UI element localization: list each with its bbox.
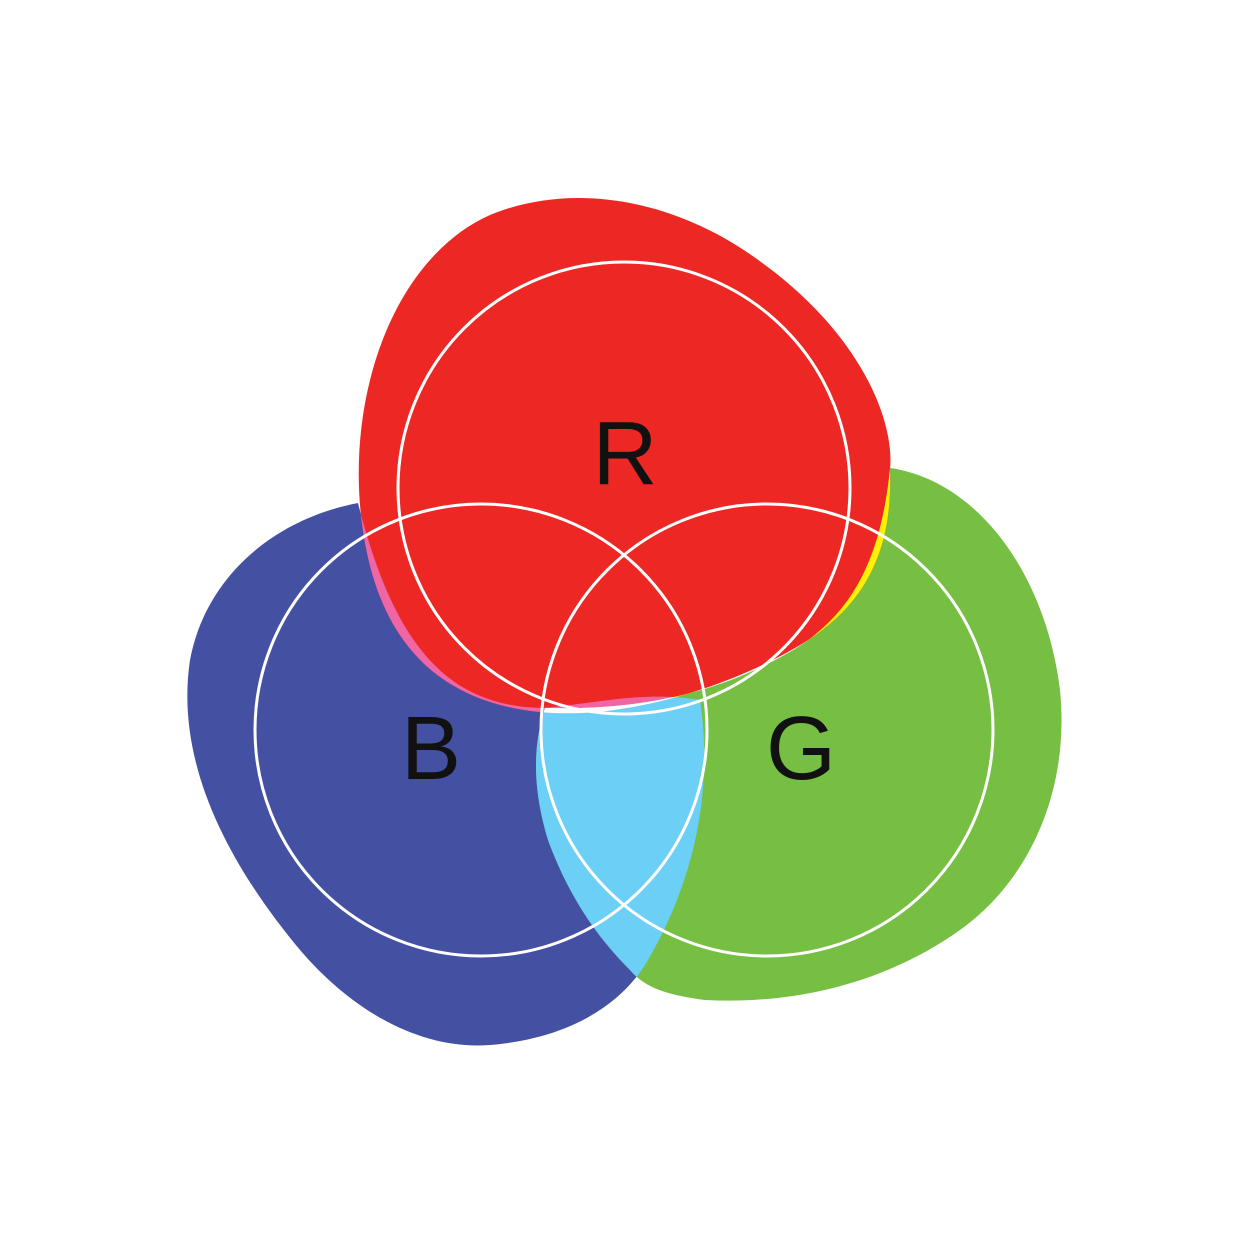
blue-outline-ring [253, 502, 709, 958]
green-label: G [766, 699, 836, 799]
red-label: R [593, 404, 658, 504]
red-outline-ring [396, 260, 852, 716]
green-outline-ring [539, 502, 995, 958]
blue-label: B [401, 699, 461, 799]
